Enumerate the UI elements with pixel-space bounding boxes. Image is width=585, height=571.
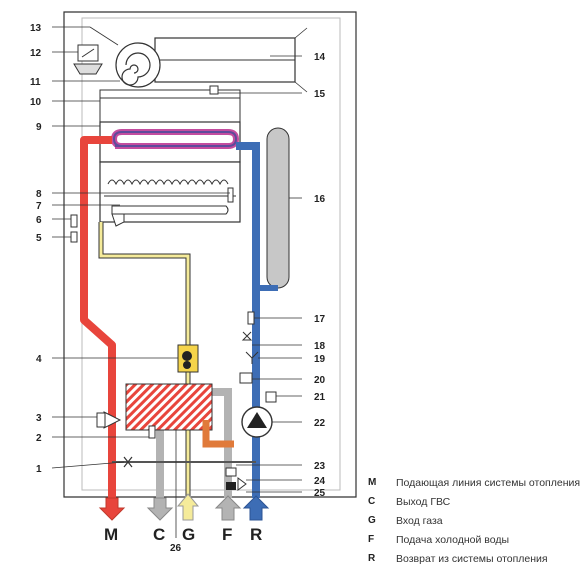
boiler-casing — [63, 11, 357, 498]
callout-23: 23 — [314, 461, 326, 472]
callout-4: 4 — [36, 354, 42, 365]
port-m: M — [104, 525, 118, 544]
callout-16: 16 — [314, 194, 326, 205]
port-letters: M C G F R — [104, 525, 262, 544]
supply-line — [80, 136, 116, 498]
callout-5: 5 — [36, 233, 42, 244]
leader-lines — [51, 26, 302, 538]
legend-key: F — [368, 534, 375, 545]
combustion-chamber — [99, 161, 241, 227]
callout-numbers: 13 12 11 10 9 8 7 6 5 4 3 2 1 14 15 16 1… — [30, 23, 326, 554]
callout-8: 8 — [36, 189, 42, 200]
port-f: F — [222, 525, 232, 544]
gas-valve — [177, 344, 199, 373]
port-c: C — [153, 525, 165, 544]
callout-18: 18 — [314, 341, 326, 352]
callout-2: 2 — [36, 433, 42, 444]
primary-return-pipe — [202, 420, 234, 448]
legend-text: Возврат из системы отопления — [396, 552, 548, 565]
legend-row-m: M Подающая линия системы отопления — [368, 473, 583, 492]
legend-row-r: R Возврат из системы отопления — [368, 549, 583, 568]
legend-row-f: F Подача холодной воды — [368, 530, 583, 549]
legend-text: Подача холодной воды — [396, 533, 510, 546]
callout-10: 10 — [30, 97, 42, 108]
callout-15: 15 — [314, 89, 326, 100]
callout-12: 12 — [30, 48, 42, 59]
legend-text: Подающая линия системы отопления — [396, 476, 581, 489]
legend-text: Вход газа — [396, 514, 443, 527]
three-way-valve — [96, 411, 122, 429]
bypass-line — [112, 456, 256, 468]
callout-19: 19 — [314, 354, 326, 365]
legend-text: Выход ГВС — [396, 495, 451, 508]
callout-24: 24 — [314, 476, 326, 487]
plate-heat-exchanger — [125, 383, 213, 431]
callout-13: 13 — [30, 23, 42, 34]
legend-row-g: G Вход газа — [368, 511, 583, 530]
port-r: R — [250, 525, 262, 544]
callout-20: 20 — [314, 375, 326, 386]
primary-heat-exchanger — [99, 121, 241, 163]
port-g: G — [182, 525, 195, 544]
callout-9: 9 — [36, 122, 42, 133]
callout-22: 22 — [314, 418, 326, 429]
callout-25: 25 — [314, 488, 326, 499]
return-line — [236, 142, 278, 498]
callout-1: 1 — [36, 464, 42, 475]
fume-hood — [99, 85, 241, 123]
callout-17: 17 — [314, 314, 326, 325]
legend-row-c: C Выход ГВС — [368, 492, 583, 511]
air-pressure-switch — [73, 44, 103, 75]
expansion-vessel — [266, 127, 290, 289]
legend-key: G — [368, 515, 376, 526]
fan — [115, 42, 161, 88]
callout-7: 7 — [36, 201, 42, 212]
callout-3: 3 — [36, 413, 42, 424]
legend-key: C — [368, 496, 376, 507]
callout-6: 6 — [36, 215, 42, 226]
circulation-pump — [241, 406, 273, 438]
legend: M Подающая линия системы отопления C Вых… — [368, 473, 583, 568]
legend-key: R — [368, 553, 376, 564]
callout-11: 11 — [30, 77, 41, 88]
legend-key: M — [368, 477, 377, 488]
callout-21: 21 — [314, 392, 326, 403]
callout-26: 26 — [170, 543, 182, 554]
callout-14: 14 — [314, 52, 326, 63]
port-arrows — [98, 493, 270, 521]
flue-duct — [154, 27, 308, 93]
